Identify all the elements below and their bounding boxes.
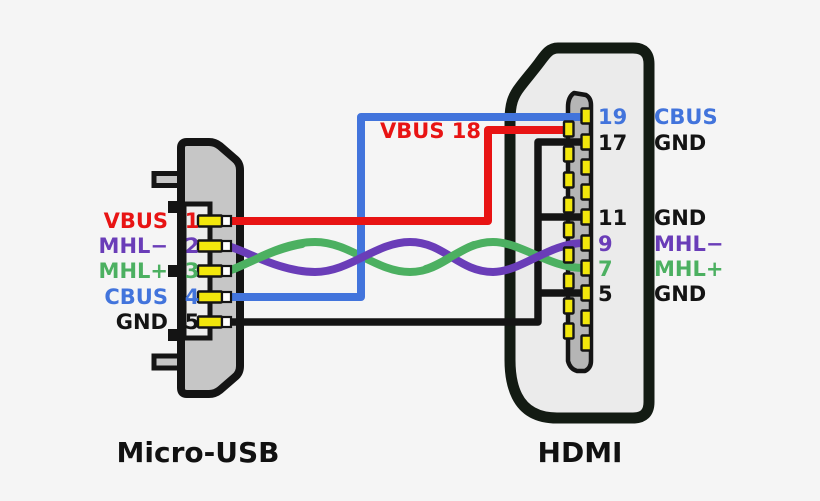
hdmi-connector: [504, 42, 655, 424]
hdmi-pin-label: CBUS: [654, 105, 718, 129]
microusb-notch: [168, 201, 180, 213]
microusb-pin-label: VBUS: [104, 209, 168, 233]
hdmi-pin-3: [580, 309, 593, 327]
mhl-minus-wire: [226, 238, 585, 276]
hdmi-pin-1: [580, 334, 593, 352]
vbus-wire: [228, 126, 570, 225]
hdmi-pin-5: [580, 284, 593, 302]
hdmi-pin-19: [580, 107, 593, 125]
hdmi-pin-label: GND: [654, 131, 706, 155]
hdmi-pin-9: [580, 234, 593, 252]
microusb-pin-number: 2: [185, 234, 200, 258]
microusb-pin-2: [196, 239, 224, 253]
microusb-pin-label: CBUS: [104, 285, 168, 309]
microusb-pin-5-contact: [220, 315, 233, 329]
microusb-tab-bottom: [151, 353, 183, 371]
hdmi-labels: 19 CBUS 17 GND 11 GND 9 MHL− 7 MHL+ 5 GN…: [598, 105, 723, 306]
mhl-plus-wire-crossover: [230, 240, 306, 273]
microusb-pin-number: 5: [185, 310, 200, 334]
microusb-notch: [168, 329, 180, 341]
microusb-pin-number: 4: [185, 285, 200, 309]
microusb-labels: VBUS 1 MHL− 2 MHL+ 3 CBUS 4 GND 5: [99, 209, 200, 334]
microusb-pin-4-contact: [220, 290, 233, 304]
microusb-pin-number: 1: [185, 209, 200, 233]
hdmi-pin-8: [562, 246, 575, 264]
hdmi-pins-odd: [580, 107, 593, 352]
hdmi-pin-11: [580, 208, 593, 226]
hdmi-pin-12: [562, 196, 575, 214]
microusb-pin-1-contact: [220, 214, 233, 228]
hdmi-pin-14: [562, 171, 575, 189]
hdmi-pin-label: MHL−: [654, 232, 723, 256]
hdmi-pin-4: [562, 297, 575, 315]
gnd-wire: [228, 138, 584, 326]
vbus-pin18-wire-label: VBUS 18: [380, 119, 481, 143]
hdmi-pin-18: [562, 120, 575, 138]
hdmi-pin-number: 11: [598, 206, 627, 230]
microusb-pin-label: MHL+: [99, 259, 168, 283]
microusb-tab-top: [151, 171, 183, 188]
hdmi-pin-number: 17: [598, 131, 627, 155]
microusb-pin-label: MHL−: [99, 234, 168, 258]
hdmi-pin-15: [580, 158, 593, 176]
mhl-plus-wire-crossover: [422, 241, 478, 273]
microusb-pin-5: [196, 315, 224, 329]
microusb-notch: [168, 265, 180, 277]
hdmi-pin-number: 9: [598, 232, 613, 256]
hdmi-title: HDMI: [538, 436, 623, 469]
microusb-title: Micro-USB: [117, 436, 280, 469]
hdmi-pin-6: [562, 272, 575, 290]
hdmi-pin-number: 19: [598, 105, 627, 129]
cbus-wire: [228, 113, 584, 301]
hdmi-pin-16: [562, 145, 575, 163]
microusb-pin-number: 3: [185, 259, 200, 283]
hdmi-pin-13: [580, 183, 593, 201]
hdmi-pin-7: [580, 259, 593, 277]
hdmi-pins-even: [562, 120, 575, 340]
microusb-pin-3: [196, 264, 224, 278]
microusb-pin-label: GND: [116, 310, 168, 334]
hdmi-pin-label: MHL+: [654, 257, 723, 281]
hdmi-pin-17: [580, 133, 593, 151]
hdmi-pin-2: [562, 322, 575, 340]
microusb-pin-1: [196, 214, 224, 228]
hdmi-pin-number: 5: [598, 282, 613, 306]
microusb-pins: [196, 214, 233, 329]
hdmi-pin-label: GND: [654, 282, 706, 306]
microusb-pin-4: [196, 290, 224, 304]
wires: [226, 113, 585, 326]
hdmi-pin-number: 7: [598, 257, 613, 281]
hdmi-pin-10: [562, 221, 575, 239]
hdmi-pin-label: GND: [654, 206, 706, 230]
microusb-pin-2-contact: [220, 239, 233, 253]
microusb-pin-3-contact: [220, 264, 233, 278]
